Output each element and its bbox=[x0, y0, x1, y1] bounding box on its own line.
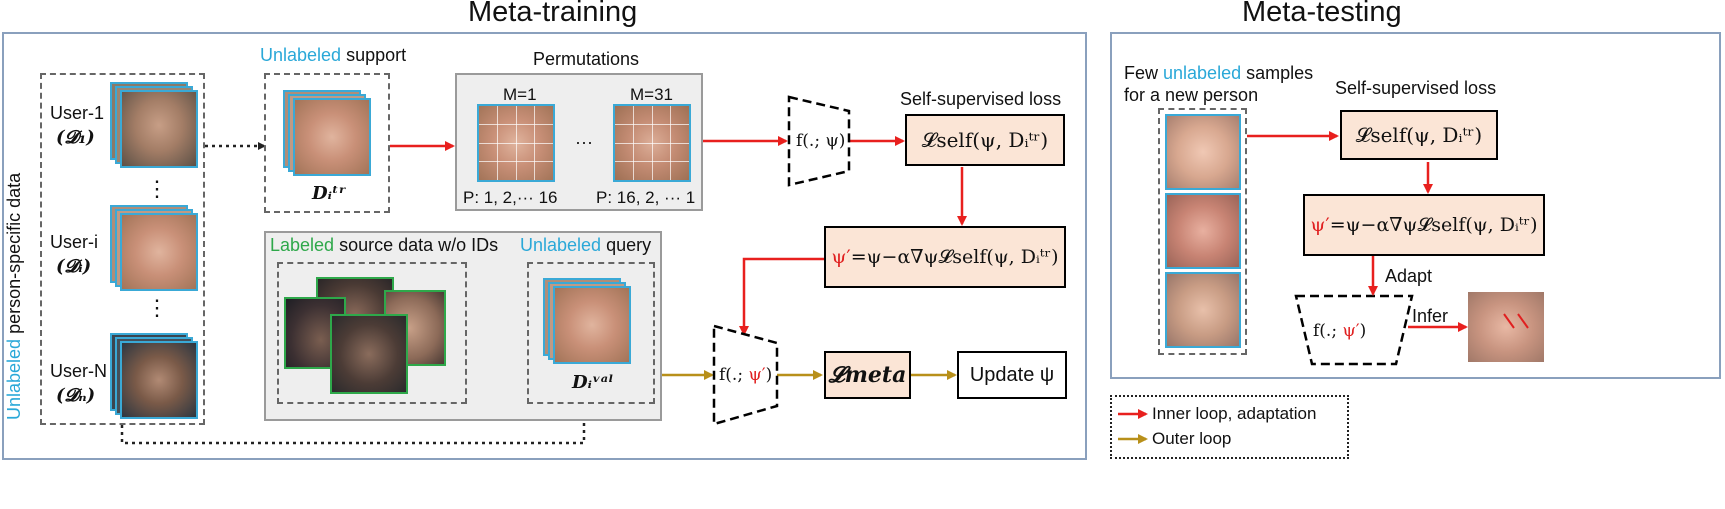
f-psi-prime-label: f(.; ψ′) bbox=[719, 365, 773, 385]
perm-face-31 bbox=[613, 104, 691, 182]
test-update-eq-box: ψ′=ψ−α∇ψ𝓛self(ψ, Dᵢᵗʳ) bbox=[1303, 194, 1545, 256]
query-face bbox=[553, 286, 631, 364]
test-f-psi-prime-label: f(.; ψ′) bbox=[1313, 321, 1367, 341]
legend-box bbox=[1110, 395, 1349, 459]
perm-p31: P: 16, 2, ··· 1 bbox=[596, 188, 696, 207]
query-label: Unlabeled query bbox=[520, 235, 652, 255]
user-1-face bbox=[120, 90, 198, 168]
support-var: Dᵢᵗʳ bbox=[312, 183, 347, 204]
meta-loss-box: 𝓛meta bbox=[824, 351, 911, 399]
infer-label: Infer bbox=[1412, 306, 1449, 326]
infer-face bbox=[1468, 292, 1544, 362]
permutations-title: Permutations bbox=[533, 49, 640, 69]
support-box bbox=[264, 73, 390, 213]
f-psi-prime-trapezoid bbox=[712, 324, 779, 426]
source-face bbox=[330, 314, 408, 394]
perm-m31: M=31 bbox=[630, 85, 673, 104]
self-loss-box: 𝓛self(ψ, Dᵢᵗʳ) bbox=[905, 114, 1065, 166]
test-face-3 bbox=[1165, 272, 1241, 348]
query-var: Dᵢᵛᵃˡ bbox=[572, 372, 614, 393]
support-label: Unlabeled support bbox=[260, 45, 407, 65]
person-data-label: Unlabeled person-specific data bbox=[4, 172, 24, 420]
meta-training-panel bbox=[2, 32, 1087, 460]
perm-dots: ··· bbox=[575, 132, 593, 152]
f-psi-label: f(.; ψ) bbox=[796, 131, 846, 151]
update-psi-box: Update ψ bbox=[957, 351, 1067, 399]
user-i-set: (𝓓ᵢ) bbox=[56, 256, 92, 277]
meta-testing-panel bbox=[1110, 32, 1721, 379]
test-face-1 bbox=[1165, 114, 1241, 190]
user-n-name: User-N bbox=[50, 361, 107, 381]
few-samples-line2: for a new person bbox=[1124, 85, 1259, 105]
query-box bbox=[527, 262, 655, 404]
legend-outer: Outer loop bbox=[1152, 429, 1232, 448]
user-n-face bbox=[120, 341, 198, 419]
update-eq-box: ψ′=ψ−α∇ψ𝓛self(ψ, Dᵢᵗʳ) bbox=[824, 226, 1066, 288]
user-i-name: User-i bbox=[50, 232, 98, 252]
perm-m1: M=1 bbox=[503, 85, 537, 104]
self-sup-label: Self-supervised loss bbox=[900, 89, 1062, 109]
f-psi-trapezoid bbox=[787, 95, 851, 187]
perm-p1: P: 1, 2,··· 16 bbox=[463, 188, 558, 207]
meta-testing-title: Meta-testing bbox=[1242, 0, 1402, 28]
source-label: Labeled source data w/o IDs bbox=[270, 235, 499, 255]
ellipsis-2: ⋮ bbox=[146, 295, 168, 320]
ellipsis-1: ⋮ bbox=[146, 176, 168, 201]
test-samples-box bbox=[1158, 108, 1247, 355]
test-face-2 bbox=[1165, 193, 1241, 269]
gaze-arrow-icon bbox=[1503, 313, 1529, 329]
perm-face-1 bbox=[477, 104, 555, 182]
support-face bbox=[293, 98, 371, 176]
meta-training-title: Meta-training bbox=[468, 0, 638, 28]
users-box bbox=[40, 73, 205, 425]
legend-inner: Inner loop, adaptation bbox=[1152, 404, 1317, 423]
few-samples-line1: Few unlabeled samples bbox=[1124, 63, 1314, 83]
test-self-loss-box: 𝓛self(ψ, Dᵢᵗʳ) bbox=[1340, 110, 1498, 160]
adapt-label: Adapt bbox=[1385, 266, 1433, 286]
source-box bbox=[277, 262, 467, 404]
user-n-set: (𝓓ₙ) bbox=[56, 385, 96, 406]
user-1-name: User-1 bbox=[50, 103, 105, 123]
user-1-set: (𝓓₁) bbox=[56, 127, 95, 148]
test-trapezoid bbox=[1294, 294, 1414, 366]
user-i-face bbox=[120, 213, 198, 291]
test-self-sup-label: Self-supervised loss bbox=[1335, 78, 1497, 98]
